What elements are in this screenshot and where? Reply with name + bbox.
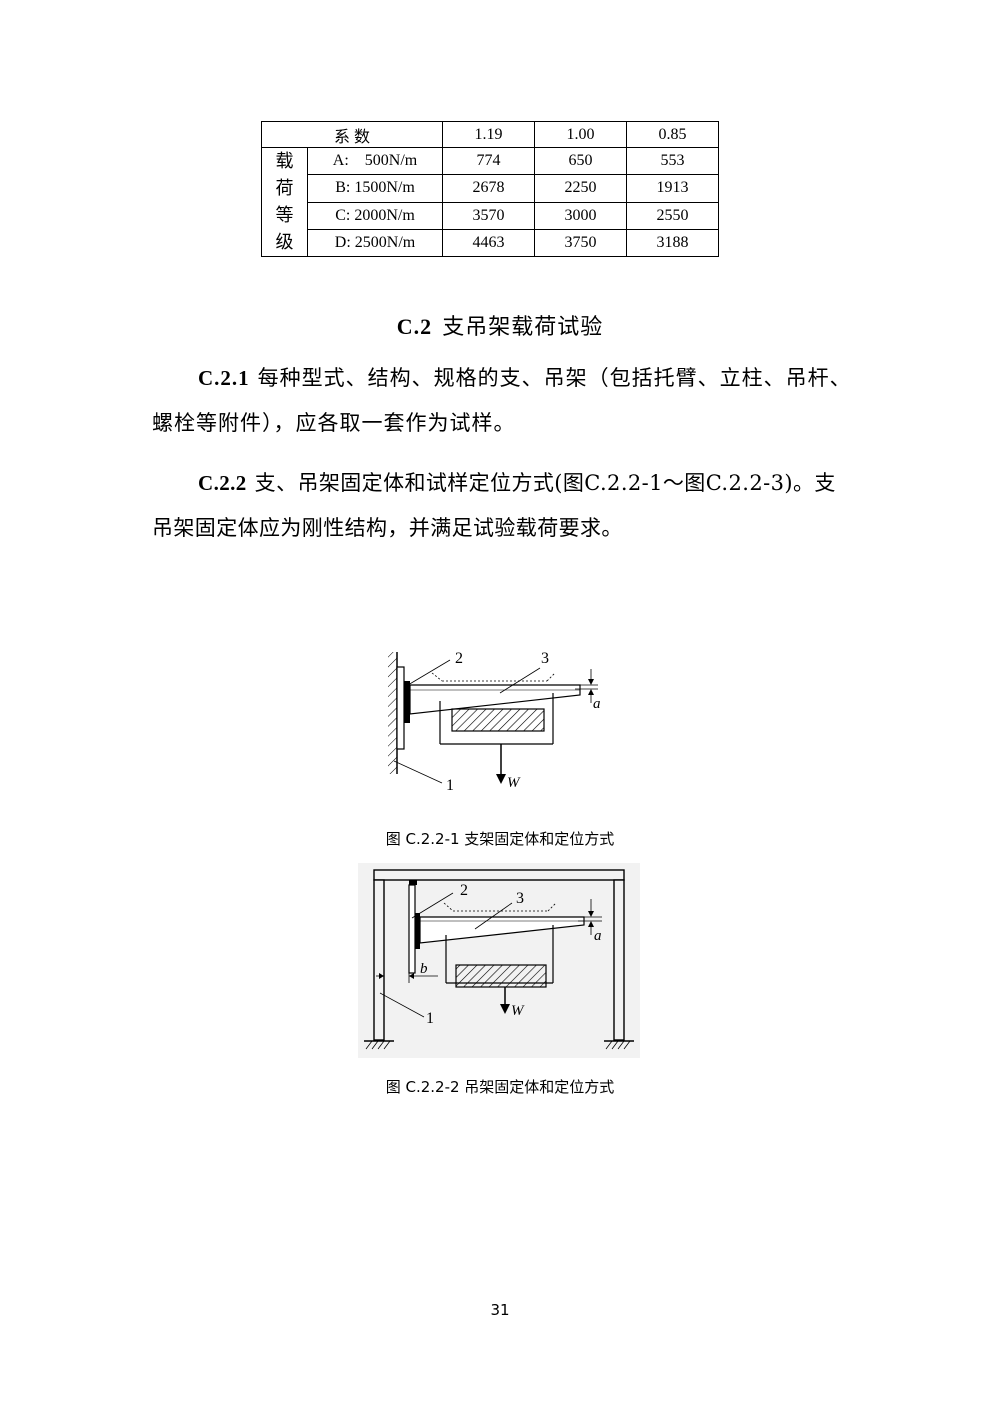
load-arrow — [500, 987, 510, 1014]
load-weight — [451, 708, 545, 732]
coefficient-cell: 1.19 — [442, 121, 535, 148]
load-coefficient-table: 系 数 1.19 1.00 0.85 载 荷 等 级 A: 500N/m 774… — [261, 121, 719, 258]
table-cell: 3570 — [442, 201, 535, 230]
leader-lines — [379, 892, 513, 1018]
hanger-rod — [408, 884, 416, 974]
label-2: 2 — [460, 882, 468, 899]
section-number: C.2 — [396, 314, 433, 339]
table-cell: 3188 — [626, 228, 719, 258]
portal-frame — [373, 869, 625, 1041]
bracket-base — [415, 913, 420, 949]
label-1: 1 — [426, 1010, 434, 1027]
load-label-cell: A: 500N/m — [307, 146, 443, 176]
support-fixture-diagram: 2 3 1 a W — [388, 650, 601, 794]
table-cell: 2678 — [442, 174, 535, 203]
fixture-plate — [396, 666, 405, 750]
load-frame — [431, 672, 556, 745]
paragraph-text: 支、吊架固定体和试样定位方式(图C.2.2-1～图C.2.2-3)。支吊架固定体… — [152, 471, 836, 540]
section-title: 支吊架载荷试验 — [442, 315, 604, 340]
cantilever-arm — [409, 684, 581, 715]
grade-char: 载 — [275, 151, 294, 171]
clause-number: C.2.1 — [198, 366, 250, 390]
table-row: B: 1500N/m 2678 2250 1913 — [262, 174, 719, 203]
table-cell: 3000 — [534, 201, 627, 230]
table-cell: 2550 — [626, 201, 719, 230]
table-cell: 553 — [626, 146, 719, 176]
load-label-cell: B: 1500N/m — [307, 174, 443, 203]
table-cell: 774 — [442, 146, 535, 176]
label-3: 3 — [541, 650, 549, 667]
table-row: C: 2000N/m 3570 3000 2550 — [262, 201, 719, 230]
clause-number: C.2.2 — [198, 471, 247, 495]
grade-char: 等 — [275, 205, 294, 225]
coefficient-cell: 1.00 — [534, 121, 627, 148]
table-cell: 4463 — [442, 228, 535, 258]
label-1: 1 — [446, 777, 454, 794]
label-w: W — [511, 1003, 525, 1019]
coefficient-cell: 0.85 — [626, 121, 719, 148]
load-label-cell: D: 2500N/m — [307, 228, 443, 258]
paragraph-text: 每种型式、结构、规格的支、吊架（包括托臂、立柱、吊杆、螺栓等附件），应各取一套作… — [152, 366, 852, 435]
table-row: D: 2500N/m 4463 3750 3188 — [262, 228, 719, 258]
table-cell: 650 — [534, 146, 627, 176]
table-row: 载 荷 等 级 A: 500N/m 774 650 553 — [261, 146, 719, 257]
table-cell: 2250 — [534, 174, 627, 203]
ground-supports — [364, 1040, 634, 1050]
page-number: 31 — [490, 1301, 510, 1319]
label-3: 3 — [516, 890, 524, 907]
figure-caption: 图 C.2.2-2 吊架固定体和定位方式 — [385, 1078, 615, 1096]
table-cell: 3750 — [534, 228, 627, 258]
figure-caption: 图 C.2.2-1 支架固定体和定位方式 — [385, 830, 615, 848]
table-header-label: 系 数 — [261, 121, 443, 148]
label-a: a — [593, 696, 601, 712]
grade-char: 级 — [275, 232, 294, 252]
load-weight — [455, 964, 547, 988]
load-label-cell: C: 2000N/m — [307, 201, 443, 230]
label-w: W — [507, 775, 521, 791]
table-header-row: 系 数 1.19 1.00 0.85 — [261, 121, 719, 148]
leader-lines — [393, 659, 541, 784]
dimension-a — [578, 899, 602, 935]
grade-char: 荷 — [275, 178, 294, 198]
hanger-fixture-diagram: 2 3 1 a b W — [358, 863, 640, 1058]
label-b: b — [420, 961, 428, 977]
dimension-b — [376, 963, 438, 983]
table-cell: 1913 — [626, 174, 719, 203]
section-heading: C.2 支吊架载荷试验 — [0, 309, 1000, 341]
label-a: a — [594, 928, 602, 944]
load-grade-label: 载 荷 等 级 — [261, 147, 308, 257]
dimension-a — [575, 669, 598, 703]
cantilever-arm — [419, 916, 585, 944]
hanger-top-plate — [409, 880, 417, 885]
wall — [388, 652, 398, 774]
bracket-base — [404, 681, 410, 723]
label-2: 2 — [455, 650, 463, 667]
load-arrow — [496, 744, 506, 784]
